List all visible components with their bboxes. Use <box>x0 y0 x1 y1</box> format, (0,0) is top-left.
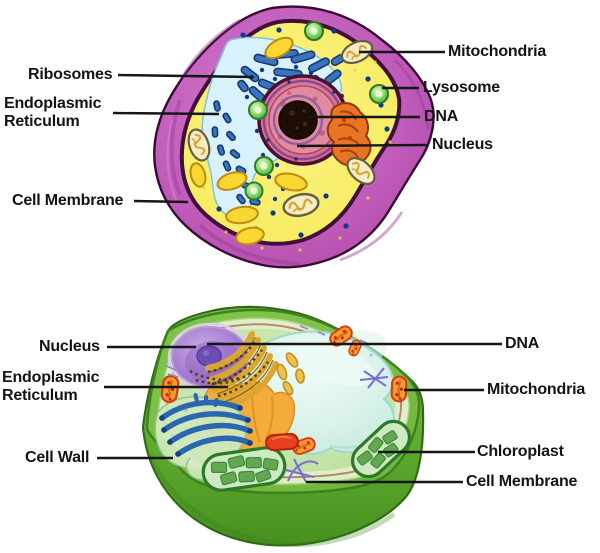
nucleus <box>257 74 349 166</box>
label-dna-animal: DNA <box>424 108 459 125</box>
golgi-fingers <box>276 352 305 396</box>
label-endoplasmic-reticulum-animal: Endoplasmic Reticulum <box>4 95 102 130</box>
nucleus-line-animal <box>296 143 429 148</box>
leader-lines <box>97 50 502 484</box>
label-cell-membrane-plant: Cell Membrane <box>466 473 578 490</box>
label-cell-wall: Cell Wall <box>25 449 90 466</box>
nucleolus-dna <box>278 100 318 140</box>
plant-cell-illustration <box>141 305 425 547</box>
cytoplasm-specks <box>184 318 373 460</box>
label-lysosome: Lysosome <box>423 79 500 96</box>
cytoskeleton-squiggles <box>165 325 389 483</box>
ribosomes-line <box>117 73 254 79</box>
label-nucleus-animal: Nucleus <box>432 136 493 153</box>
cell-membrane-line-animal <box>133 199 189 204</box>
label-mitochondria-animal: Mitochondria <box>448 43 547 60</box>
endoplasmic-reticulum-line-animal <box>112 111 220 116</box>
chloroplast <box>201 419 412 492</box>
animal-cell-illustration <box>153 5 435 269</box>
plant-mitochondrion <box>159 322 408 457</box>
membrane-texture <box>169 18 430 266</box>
label-nucleus-plant: Nucleus <box>39 338 100 355</box>
label-cell-membrane-animal: Cell Membrane <box>12 192 124 209</box>
label-endoplasmic-reticulum-plant: Endoplasmic Reticulum <box>2 369 100 404</box>
label-dna-plant: DNA <box>505 335 540 352</box>
label-ribosomes: Ribosomes <box>28 66 113 83</box>
vesicles <box>189 36 308 246</box>
label-mitochondria-plant: Mitochondria <box>487 381 586 398</box>
label-chloroplast: Chloroplast <box>477 443 564 460</box>
nucleolus-halo <box>272 94 324 146</box>
